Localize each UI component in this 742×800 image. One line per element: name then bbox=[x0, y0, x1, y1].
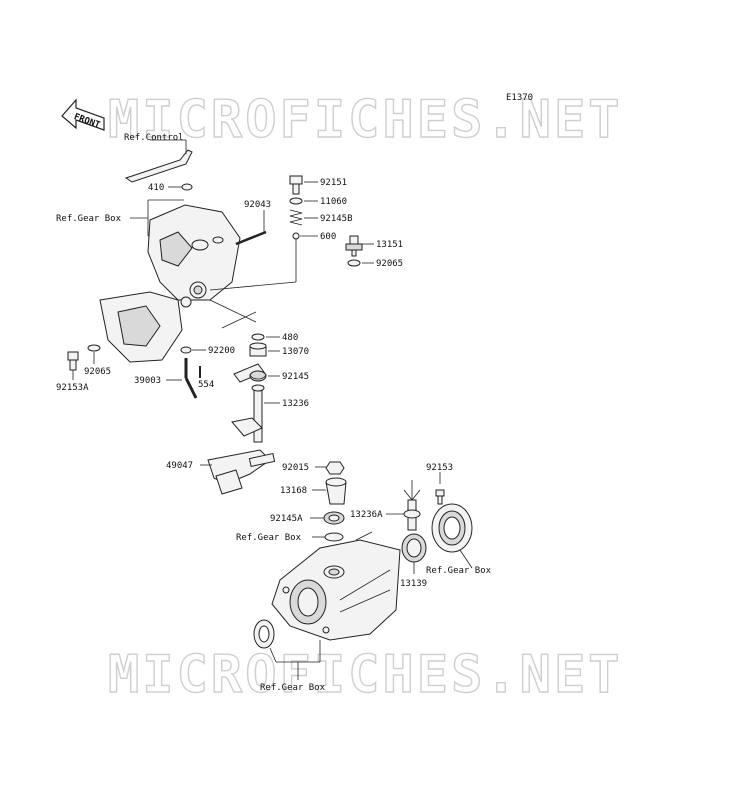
label-92015: 92015 bbox=[282, 463, 309, 473]
label-480: 480 bbox=[282, 333, 298, 343]
spring-92145 bbox=[233, 363, 267, 383]
washer-92200 bbox=[180, 346, 192, 354]
label-92043: 92043 bbox=[244, 200, 271, 210]
washer-92065-b bbox=[87, 344, 101, 352]
nut-92015 bbox=[325, 461, 345, 475]
seal-bottom-ref-gear-box bbox=[253, 619, 275, 649]
label-13070: 13070 bbox=[282, 347, 309, 357]
label-410: 410 bbox=[148, 183, 164, 193]
label-92153: 92153 bbox=[426, 463, 453, 473]
label-92145A: 92145A bbox=[270, 514, 303, 524]
label-13139: 13139 bbox=[400, 579, 427, 589]
control-lever bbox=[124, 139, 193, 183]
gear-13139 bbox=[401, 533, 427, 563]
collar-13070 bbox=[249, 342, 267, 357]
seal-large-ref-gear-box bbox=[431, 503, 473, 553]
seal-ref-gear-box bbox=[324, 532, 344, 542]
label-92065-a: 92065 bbox=[376, 259, 403, 269]
label-554: 554 bbox=[198, 380, 214, 390]
washer-11060 bbox=[289, 197, 303, 205]
shift-fork-49047 bbox=[207, 449, 276, 495]
label-92065-b: 92065 bbox=[84, 367, 111, 377]
label-92145B: 92145B bbox=[320, 214, 353, 224]
shaft-13236A bbox=[403, 499, 421, 531]
label-39003: 39003 bbox=[134, 376, 161, 386]
label-ref-gear-box-1: Ref.Gear Box bbox=[56, 214, 122, 224]
label-600: 600 bbox=[320, 232, 336, 242]
shift-shaft-13236 bbox=[231, 384, 265, 443]
bolt-92153A bbox=[67, 351, 79, 371]
label-13168: 13168 bbox=[280, 486, 307, 496]
arm-13168 bbox=[325, 477, 347, 505]
label-11060: 11060 bbox=[320, 197, 347, 207]
label-13236A: 13236A bbox=[350, 510, 383, 520]
bolt-92151 bbox=[289, 175, 303, 195]
ball-600 bbox=[292, 232, 300, 240]
label-ref-gear-box-2: Ref.Gear Box bbox=[236, 533, 302, 543]
label-92200: 92200 bbox=[208, 346, 235, 356]
label-92151: 92151 bbox=[320, 178, 347, 188]
washer-410 bbox=[181, 183, 193, 191]
spring-92145B bbox=[289, 209, 303, 226]
label-13151: 13151 bbox=[376, 240, 403, 250]
diagram-code: E1370 bbox=[506, 93, 533, 103]
ring-480 bbox=[251, 333, 265, 341]
gear-case-lower bbox=[271, 539, 401, 641]
spring-92145A bbox=[323, 511, 345, 525]
front-arrow-icon: FRONT bbox=[61, 98, 105, 131]
label-92153A: 92153A bbox=[56, 383, 89, 393]
bolt-92153 bbox=[435, 489, 445, 505]
label-13236: 13236 bbox=[282, 399, 309, 409]
watermark-bottom: MICROFICHES.NET bbox=[108, 645, 623, 705]
transmission-case-upper bbox=[99, 204, 241, 363]
switch-13151 bbox=[345, 235, 363, 257]
watermark-top: MICROFICHES.NET bbox=[108, 90, 623, 150]
label-ref-gear-box-4: Ref.Gear Box bbox=[260, 683, 326, 693]
label-49047: 49047 bbox=[166, 461, 193, 471]
label-ref-gear-box-3: Ref.Gear Box bbox=[426, 566, 492, 576]
shaft-39003 bbox=[184, 358, 198, 399]
label-ref-control: Ref.Control bbox=[124, 133, 184, 143]
pin-92043 bbox=[235, 230, 267, 246]
washer-92065-a bbox=[347, 259, 361, 267]
label-92145: 92145 bbox=[282, 372, 309, 382]
